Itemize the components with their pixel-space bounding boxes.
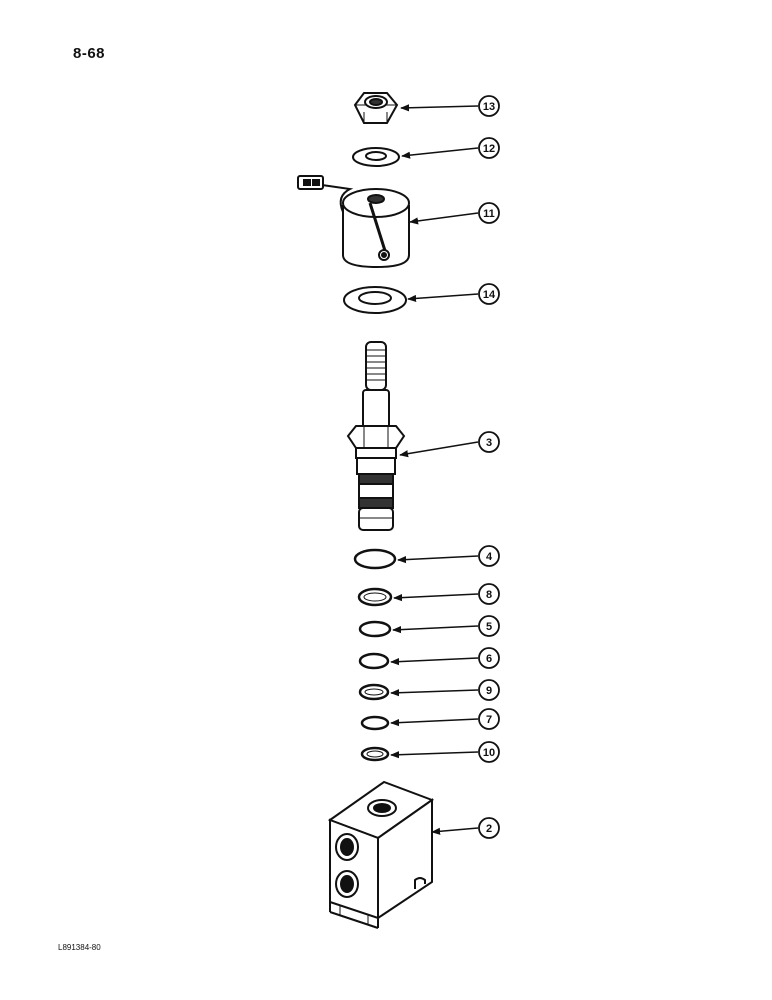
callout-label: 13 bbox=[483, 101, 495, 113]
callout-label: 2 bbox=[486, 823, 492, 835]
callout-label: 10 bbox=[483, 747, 495, 759]
callout-circle-8 bbox=[478, 583, 500, 605]
callout-label: 12 bbox=[483, 143, 495, 155]
part-valve-body bbox=[327, 780, 435, 929]
callout-circle-5 bbox=[478, 615, 500, 637]
leader-9 bbox=[390, 689, 479, 697]
leader-4 bbox=[397, 555, 479, 564]
callout-label: 14 bbox=[483, 289, 496, 301]
callout-circle-14 bbox=[478, 283, 500, 305]
figure-code: L891384-80 bbox=[58, 943, 101, 952]
callout-label: 9 bbox=[486, 685, 492, 697]
leader-10 bbox=[390, 751, 479, 759]
callout-circle-3 bbox=[478, 431, 500, 453]
callout-label: 7 bbox=[486, 714, 492, 726]
leader-12 bbox=[401, 147, 479, 159]
leader-2 bbox=[431, 827, 479, 835]
part-backup-ring-8 bbox=[357, 587, 393, 607]
part-backup-ring-9 bbox=[358, 683, 390, 701]
callout-label: 4 bbox=[486, 551, 493, 563]
part-oring-7 bbox=[360, 715, 390, 731]
callout-label: 5 bbox=[486, 621, 492, 633]
callout-labels: 13 12 11 14 3 4 8 5 6 9 7 10 2 bbox=[483, 101, 496, 835]
part-washer-14 bbox=[343, 286, 407, 314]
part-oring-6 bbox=[358, 652, 390, 670]
part-washer-12 bbox=[352, 147, 400, 167]
leader-11 bbox=[409, 212, 479, 225]
callout-circle-10 bbox=[478, 741, 500, 763]
leader-3 bbox=[399, 441, 479, 458]
page-number: 8-68 bbox=[73, 45, 106, 62]
part-backup-ring-10 bbox=[360, 746, 390, 762]
callout-circle-6 bbox=[478, 647, 500, 669]
part-cartridge-valve bbox=[346, 341, 406, 531]
callout-label: 3 bbox=[486, 437, 492, 449]
part-oring-5 bbox=[358, 620, 392, 638]
callout-circle-13 bbox=[478, 95, 500, 117]
leader-7 bbox=[390, 718, 479, 727]
callout-circle-12 bbox=[478, 137, 500, 159]
leader-6 bbox=[390, 657, 479, 666]
part-solenoid-coil bbox=[297, 175, 410, 269]
callout-circle-2 bbox=[478, 817, 500, 839]
callout-label: 11 bbox=[483, 208, 495, 220]
callout-label: 6 bbox=[486, 653, 492, 665]
callout-circle-4 bbox=[478, 545, 500, 567]
callout-label: 8 bbox=[486, 589, 492, 601]
part-oring-4 bbox=[353, 548, 397, 570]
leader-5 bbox=[392, 625, 479, 634]
callout-circle-11 bbox=[478, 202, 500, 224]
leader-13 bbox=[400, 104, 479, 112]
callouts bbox=[390, 104, 479, 835]
leader-8 bbox=[393, 593, 479, 602]
leader-14 bbox=[407, 293, 479, 303]
part-nut bbox=[353, 92, 399, 124]
callout-circle-9 bbox=[478, 679, 500, 701]
callout-circles bbox=[478, 95, 500, 839]
callout-circle-7 bbox=[478, 708, 500, 730]
